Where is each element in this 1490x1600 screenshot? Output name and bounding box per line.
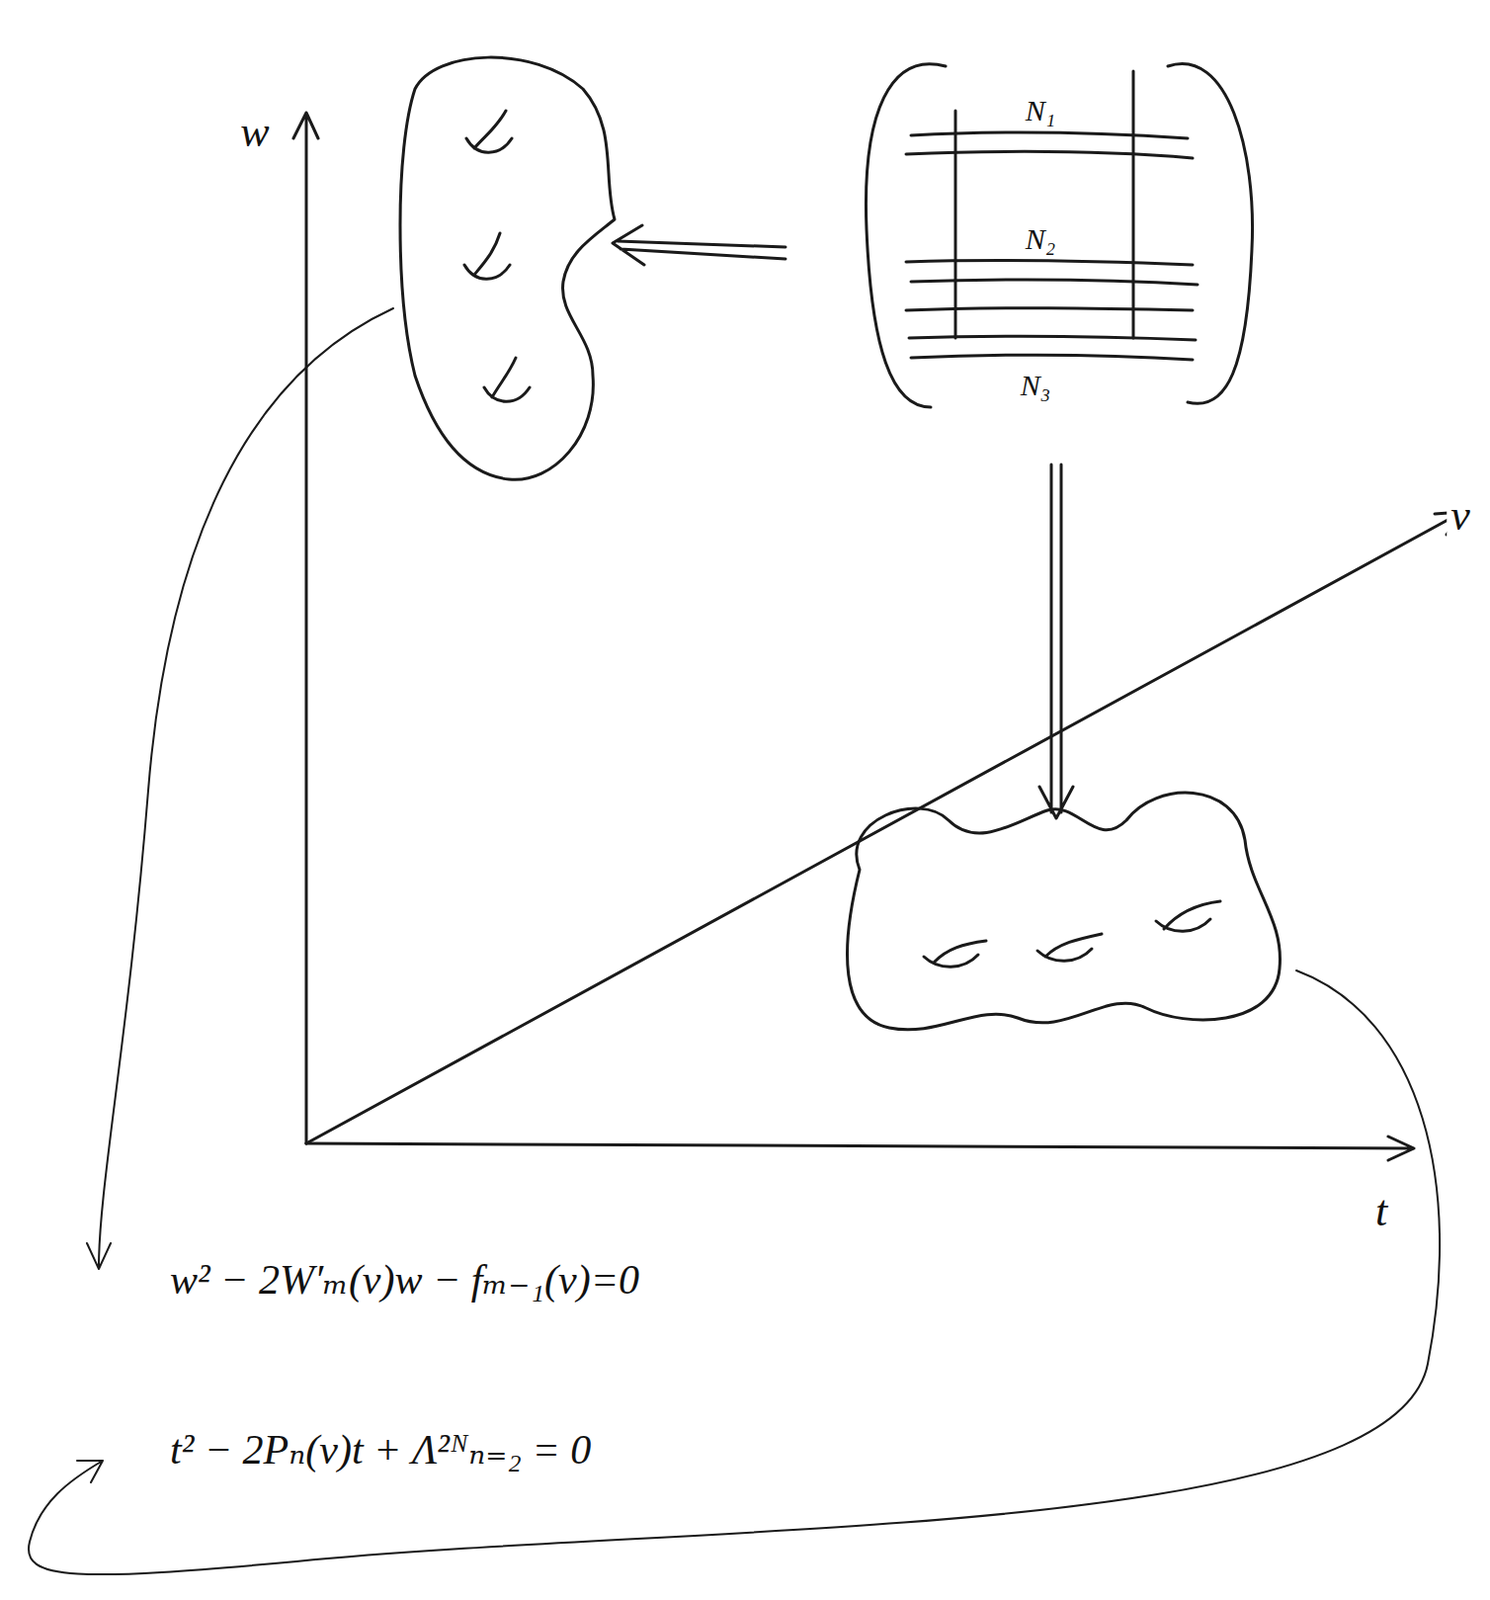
d4-brane	[909, 335, 1196, 340]
d4-brane	[910, 279, 1198, 285]
d4-brane	[910, 132, 1188, 139]
leader-curve	[86, 308, 394, 1269]
handle	[484, 357, 530, 402]
ns5-brane	[1167, 64, 1253, 405]
handle	[466, 110, 512, 153]
brane-count: N₃	[1016, 368, 1055, 404]
axis-label: t	[1371, 1186, 1392, 1238]
leader-curve	[28, 970, 1440, 1574]
riemann-surface	[400, 57, 615, 480]
equation: w² − 2W′ₘ(v)w − fₘ₋₁(v)=0	[165, 1255, 644, 1304]
brane-count: N₂	[1021, 222, 1060, 257]
handle	[1037, 933, 1102, 961]
equation: t² − 2Pₙ(v)t + Λ²ᴺₙ₌₂ = 0	[165, 1425, 595, 1474]
handle	[1156, 901, 1221, 931]
ns5-brane	[954, 110, 958, 338]
brane-count: N₁	[1021, 93, 1060, 129]
d4-brane	[906, 151, 1193, 159]
lift-arrow	[612, 225, 786, 265]
reduce-arrow	[1039, 464, 1074, 819]
d4-brane	[910, 354, 1193, 360]
ns5-brane	[1132, 71, 1136, 338]
brane-configuration: N₁ N₂ N₃	[851, 51, 1267, 419]
d4-brane	[906, 260, 1193, 265]
v-axis	[306, 511, 1463, 1144]
w-axis	[293, 112, 319, 1144]
handle	[923, 940, 987, 967]
t-axis	[306, 1136, 1414, 1160]
handle	[464, 233, 510, 279]
riemann-surface	[847, 792, 1281, 1030]
d4-brane	[906, 308, 1193, 311]
axis-label: w	[236, 107, 273, 159]
axis-label: v	[1446, 491, 1475, 542]
